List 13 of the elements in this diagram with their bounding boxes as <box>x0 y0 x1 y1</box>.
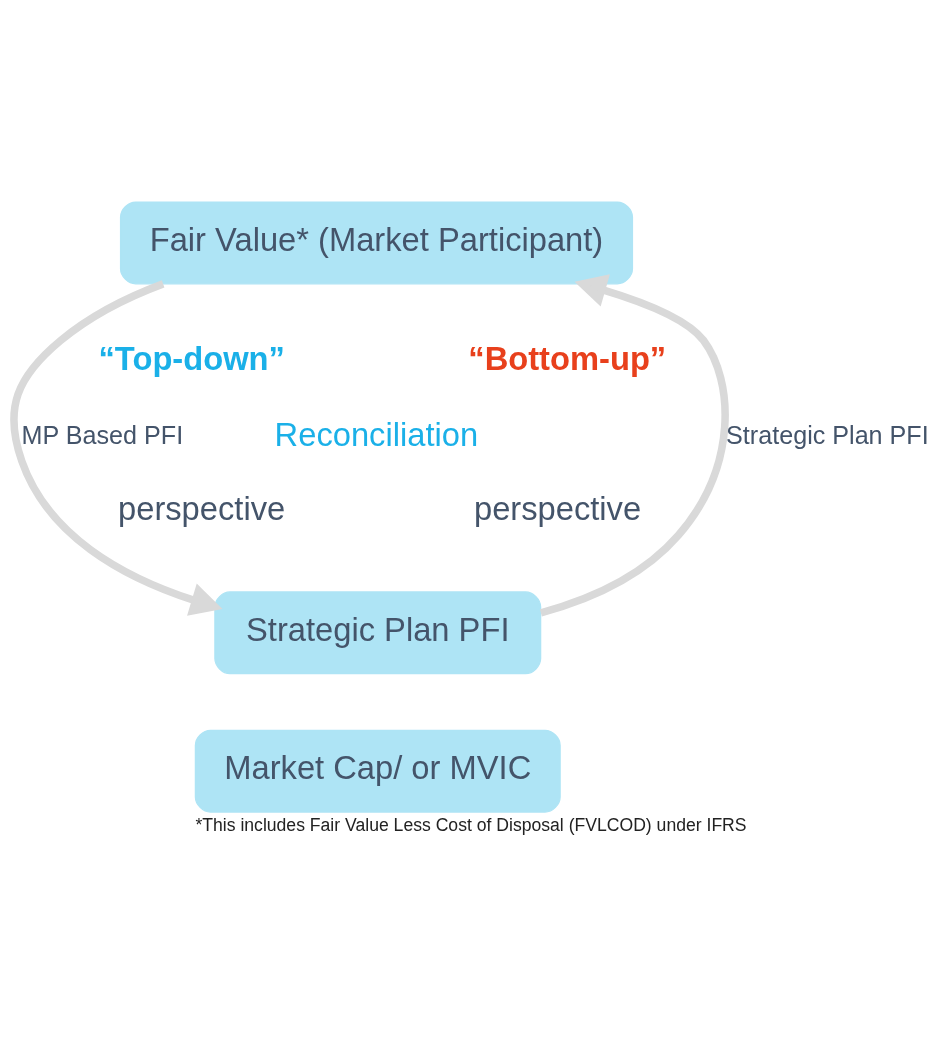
edge-label: Strategic Plan PFI <box>726 420 929 449</box>
label: perspective <box>473 489 642 527</box>
label: “Bottom-up” <box>468 339 667 377</box>
node-box: Market Cap/ or MVIC <box>194 729 561 813</box>
label: “Top-down” <box>98 339 285 377</box>
arrow <box>539 273 729 616</box>
arrow <box>10 279 223 616</box>
label: Reconciliation <box>274 415 479 453</box>
caption: *This includes Fair Value Less Cost of Disposal (FVLCOD) under IFRS <box>195 814 747 835</box>
node-box: Fair Value* (Market Participant) <box>119 200 634 284</box>
edge-label: MP Based PFI <box>21 420 184 449</box>
node-box: Strategic Plan PFI <box>214 590 542 674</box>
label: perspective <box>118 489 286 527</box>
